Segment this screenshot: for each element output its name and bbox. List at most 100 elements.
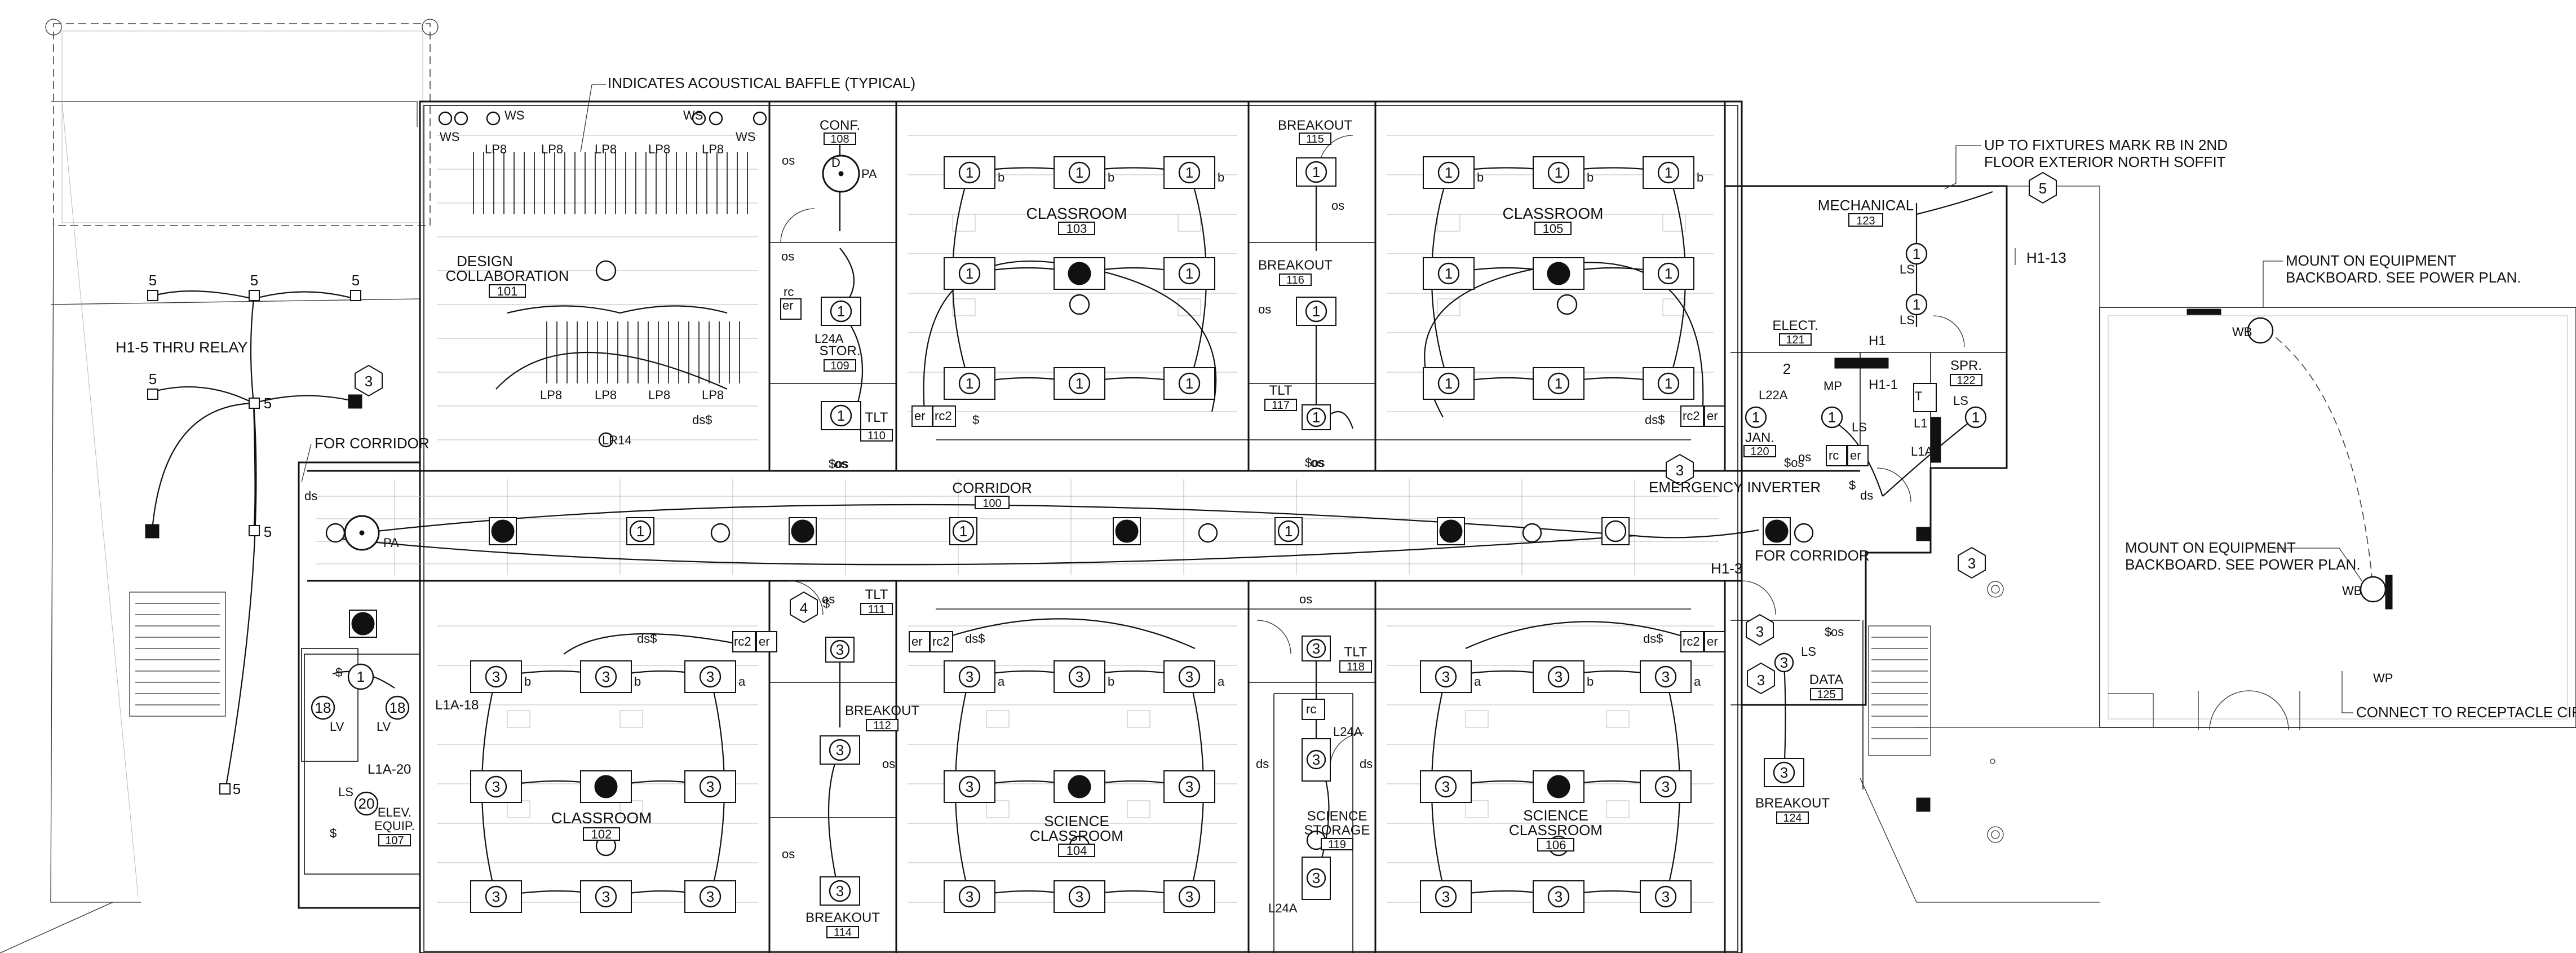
room-120: JAN. 120 [1743, 430, 1776, 458]
tag-os-11: os [1831, 625, 1844, 639]
tag-a-3: a [1218, 674, 1225, 689]
mark-1-y: 1 [1752, 409, 1760, 426]
room-117-number: 117 [1272, 399, 1290, 412]
tag-ws-4: WS [736, 130, 755, 144]
mark-1-ad: 1 [357, 668, 365, 685]
mark-1-k: 1 [1665, 164, 1672, 181]
mark-5-g: 5 [264, 523, 272, 540]
corridor-fixtures [145, 171, 2057, 812]
h1-13-label: H1-13 [2026, 249, 2066, 266]
room-118: TLT 118 [1339, 645, 1372, 673]
tag-b-9: b [1108, 674, 1114, 689]
tag-ds-sw-4: ds$ [692, 413, 712, 427]
room-117-name: TLT [1269, 383, 1293, 398]
mark-3-k: 3 [1185, 668, 1193, 685]
room-110-number: 110 [867, 430, 886, 442]
room-121-name: ELECT. [1772, 318, 1818, 333]
stair-right [1868, 625, 1931, 756]
tag-b-10: b [1587, 674, 1594, 689]
mark-3-p: 3 [1185, 888, 1193, 905]
mark-3-q: 3 [1442, 668, 1450, 685]
tag-wb-1: WB [2232, 325, 2252, 339]
tag-l1a: L1A [1911, 444, 1933, 458]
room-107: ELEV. EQUIP. 107 [374, 805, 415, 847]
ceiling-grid [316, 135, 1719, 903]
room-105: CLASSROOM 105 [1503, 205, 1604, 236]
tag-er-7: er [1850, 448, 1861, 462]
emergency-inverter-note: EMERGENCY INVERTER [1649, 479, 1821, 496]
tag-b-4: b [1477, 170, 1484, 184]
room-116-name: BREAKOUT [1258, 258, 1333, 273]
room-123-number: 123 [1856, 215, 1875, 227]
tag-ds-sw-5: ds$ [1645, 413, 1665, 427]
mark-1-g: 1 [1075, 375, 1083, 392]
mark-3-u: 3 [1662, 778, 1670, 795]
tag-ls-6: LS [338, 785, 353, 799]
mark-3-b: 3 [602, 668, 610, 685]
room-102: CLASSROOM 102 [551, 809, 652, 841]
tag-sw-2: $ [823, 597, 830, 611]
mark-1-e: 1 [1185, 265, 1193, 282]
mark-3-y: 3 [836, 641, 844, 658]
tag-lp8-7: LP8 [595, 388, 617, 402]
fixtures-rb-note-2: FLOOR EXTERIOR NORTH SOFFIT [1984, 153, 2226, 170]
tag-os-12: os [1798, 450, 1811, 464]
tag-b-8: b [634, 674, 641, 689]
mark-3-j: 3 [1075, 668, 1083, 685]
tag-er-1: er [782, 298, 794, 312]
mark-3-t: 3 [1442, 778, 1450, 795]
tag-lp8-1: LP8 [485, 142, 507, 156]
tag-lp8-5: LP8 [702, 142, 724, 156]
tag-l24a-3: L24A [1268, 901, 1298, 915]
room-104: SCIENCE CLASSROOM 104 [1030, 813, 1123, 858]
mark-3-d: 3 [492, 778, 500, 795]
mark-1-z: 1 [1828, 409, 1836, 426]
room-115-name: BREAKOUT [1278, 118, 1352, 133]
mark-4: 4 [800, 599, 808, 616]
mark-3-v: 3 [1442, 888, 1450, 905]
mark-18-a: 18 [315, 699, 331, 716]
room-105-name: CLASSROOM [1503, 205, 1604, 222]
mark-1-t: 1 [1312, 303, 1320, 320]
room-125-number: 125 [1817, 689, 1835, 701]
mark-3-ac: 3 [1312, 751, 1320, 768]
l1a-20-label: L1A-20 [368, 762, 411, 777]
mark-1-s: 1 [1312, 164, 1320, 180]
room-100: CORRIDOR 100 [952, 479, 1032, 510]
room-119-number: 119 [1328, 839, 1346, 851]
mark-18-b: 18 [390, 699, 406, 716]
tag-lv-2: LV [377, 720, 391, 734]
tag-os-2: os [781, 249, 794, 263]
room-111-number: 111 [868, 603, 885, 616]
mark-3-ak: 3 [365, 373, 373, 390]
tag-ls-4: LS [1852, 420, 1867, 434]
mount-note-2-line2: BACKBOARD. SEE POWER PLAN. [2125, 556, 2361, 573]
tag-rc2-4: rc2 [932, 634, 950, 648]
tag-ls-3: LS [1953, 394, 1968, 408]
tag-a-4: a [1474, 674, 1481, 689]
room-104-name2: CLASSROOM [1030, 827, 1123, 844]
mark-5-f: 5 [264, 395, 272, 412]
tag-b-7: b [524, 674, 531, 689]
mark-1-b: 1 [1075, 164, 1083, 181]
mark-3-ab: 3 [1312, 640, 1320, 657]
room-103-name: CLASSROOM [1026, 205, 1127, 222]
stair-left [129, 592, 226, 717]
mark-3-a: 3 [492, 668, 500, 685]
room-110-name: TLT [865, 410, 888, 425]
tag-rc2-1: rc2 [935, 409, 952, 423]
room-109-name: STOR. [820, 343, 861, 359]
tag-os-9: os [882, 757, 895, 771]
tag-ds-2: ds [1256, 757, 1269, 771]
mark-2: 2 [1783, 360, 1791, 377]
building-walls [298, 100, 2008, 953]
mark-3-r: 3 [1555, 668, 1563, 685]
mark-1-j: 1 [1555, 164, 1563, 181]
tag-rc-3: rc [1829, 448, 1839, 462]
tag-ds-3: ds [1360, 757, 1373, 771]
mark-3-ad: 3 [1312, 870, 1320, 886]
mark-3-aa: 3 [836, 883, 844, 899]
mark-5-a: 5 [2039, 180, 2047, 197]
room-125-name: DATA [1809, 672, 1843, 687]
tag-er-6: er [1707, 634, 1718, 648]
